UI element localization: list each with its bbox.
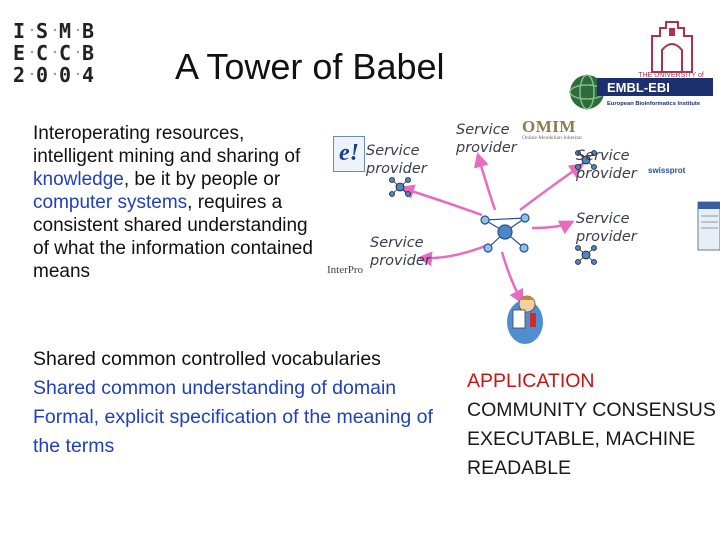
ismb-eccb-logo: I S M B E C C B 2 0 0 4 <box>13 19 94 84</box>
intro-text: Interoperating resources, intelligent mi… <box>33 123 301 167</box>
logo-glyph: E <box>13 41 25 65</box>
logo-glyph: 0 <box>36 63 48 84</box>
swissprot-logo: swissprot <box>648 160 685 178</box>
application-window-icon <box>697 201 720 251</box>
provider-word: provider <box>370 253 431 269</box>
interpro-logo: InterPro <box>327 260 363 278</box>
logo-glyph: I <box>13 19 25 43</box>
requirement-item: EXECUTABLE, MACHINE READABLE <box>467 428 696 479</box>
embl-ebi-subtitle: European Bioinformatics Institute <box>607 101 701 107</box>
logo-glyph: S <box>36 19 48 43</box>
network-cluster-icon <box>575 150 597 170</box>
omim-logo: OMIM Online Mendelian Inheritance in Man <box>522 118 582 142</box>
service-provider-label-omim: Service provider <box>456 121 517 157</box>
intro-paragraph: Interoperating resources, intelligent mi… <box>33 122 323 283</box>
logo-glyph: 2 <box>13 63 25 84</box>
slide-title: A Tower of Babel <box>175 46 445 87</box>
logo-glyph: C <box>36 41 48 65</box>
service-provider-label-e: Service provider <box>366 142 427 178</box>
network-cluster-icon <box>575 245 597 265</box>
embl-ebi-wordmark: EMBL-EBI <box>607 80 670 95</box>
swissprot-wordmark: swissprot <box>648 166 686 175</box>
key-point: Shared common controlled vocabularies <box>33 348 381 370</box>
provider-word: provider <box>366 161 427 177</box>
requirements-list: APPLICATION COMMUNITY CONSENSUS EXECUTAB… <box>467 367 717 483</box>
logo-glyph: C <box>59 41 71 65</box>
interpro-wordmark: InterPro <box>327 264 364 276</box>
arrow-connector <box>399 184 483 217</box>
arrow-connector <box>519 163 585 212</box>
intro-knowledge-highlight: knowledge <box>33 169 124 190</box>
key-point: Shared common understanding of domain <box>33 377 397 399</box>
intro-computer-systems-highlight: computer systems <box>33 192 188 213</box>
embl-ebi-logo: EMBL-EBI European Bioinformatics Institu… <box>569 74 713 110</box>
service-word: Service <box>366 143 420 159</box>
intro-text: , be it by people or <box>123 169 281 190</box>
key-points-list: Shared common controlled vocabularies Sh… <box>33 345 433 461</box>
arrow-connector <box>417 243 489 267</box>
arrow-connector <box>500 251 524 305</box>
omim-subtitle: Online Mendelian Inheritance in Man <box>522 135 582 141</box>
requirement-item: COMMUNITY CONSENSUS <box>467 399 716 421</box>
logo-glyph: B <box>82 19 94 43</box>
key-point: Formal, explicit specification of the me… <box>33 406 433 457</box>
logo-glyph: 4 <box>82 63 94 84</box>
omim-wordmark: OMIM <box>522 117 576 136</box>
service-word: Service <box>576 211 630 227</box>
service-word: Service <box>456 122 510 138</box>
central-network-node <box>480 213 530 253</box>
logo-glyph: M <box>59 19 71 43</box>
arrow-connector <box>474 152 497 211</box>
manchester-crest-icon <box>651 21 693 73</box>
intro-text: , requires a consistent shared understan… <box>33 192 313 282</box>
user-with-clipboard-icon <box>507 295 543 344</box>
service-provider-diagram <box>389 150 720 344</box>
logo-glyph: 0 <box>59 63 71 84</box>
service-provider-label-interpro: Service provider <box>370 234 431 270</box>
service-provider-label-swissprot: Service provider <box>576 147 637 183</box>
provider-word: provider <box>456 140 517 156</box>
e-logo: e! <box>333 136 365 172</box>
e-logo-text: e! <box>339 140 359 166</box>
service-provider-label-app: Service provider <box>576 210 637 246</box>
network-cluster-icon <box>389 177 411 197</box>
service-word: Service <box>576 148 630 164</box>
provider-word: provider <box>576 229 637 245</box>
provider-word: provider <box>576 166 637 182</box>
requirement-item: APPLICATION <box>467 370 595 392</box>
logo-glyph: B <box>82 41 94 65</box>
service-word: Service <box>370 235 424 251</box>
arrow-connector <box>531 220 575 235</box>
